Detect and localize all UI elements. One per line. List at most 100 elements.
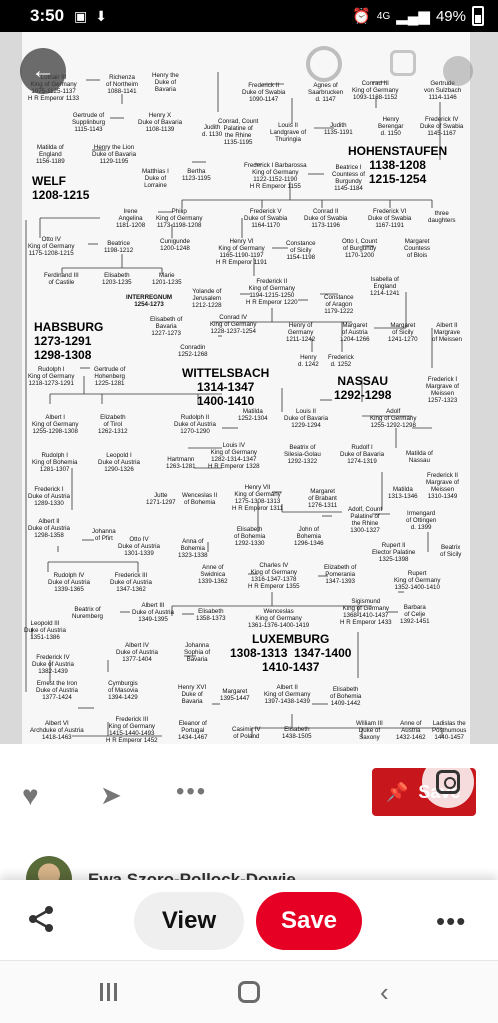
tree-node: Beatrix of Sicily — [440, 544, 462, 558]
share-icon[interactable] — [26, 904, 56, 934]
house-luxemburg: LUXEMBURG 1308-1313 1347-1400 1410-1437 — [230, 632, 352, 674]
tree-node: Frederick I Margrave of Meissen 1257-132… — [426, 376, 460, 404]
network-type: 4G — [376, 10, 391, 22]
tree-node: Matilda 1313-1346 — [388, 486, 418, 500]
recent-apps-icon[interactable] — [100, 983, 120, 1001]
house-nassau: NASSAU 1292-1298 — [334, 374, 392, 402]
tree-node: Otto IV King of Germany 1175-1208-1215 — [28, 236, 75, 257]
tree-node: Albert II Duke of Austria 1298-1358 — [28, 518, 70, 539]
house-habsburg: HABSBURG 1273-1291 1298-1308 — [34, 320, 104, 362]
tree-node: Barbara of Celje 1392-1451 — [400, 604, 430, 625]
tree-node: Rudolph II Duke of Austria 1270-1290 — [174, 414, 216, 435]
tree-node: Ladislas the Posthumous 1440-1457 — [432, 720, 467, 741]
house-wittelsbach: WITTELSBACH 1314-1347 1400-1410 — [182, 366, 270, 408]
tree-node: three daughters — [428, 210, 456, 224]
battery-level: 49% — [435, 7, 466, 25]
tree-node: Frederick II Duke of Swabia 1090-1147 — [242, 82, 286, 103]
back-button[interactable]: ← — [20, 48, 66, 94]
signal-icon: ▂▄▆ — [396, 8, 430, 25]
tree-node: Conrad IV King of Germany 1228-1237-1254 — [210, 314, 257, 335]
profile-ghost-icon — [443, 56, 473, 86]
tree-node: Conradin 1252-1268 — [178, 344, 208, 358]
save-button[interactable]: Save — [256, 892, 362, 950]
tree-node: Louis II Landgrave of Thuringia — [270, 122, 307, 143]
status-right: ⏰ 4G ▂▄▆ 49% — [352, 6, 484, 26]
tree-node: Louis II Duke of Bavaria 1229-1294 — [284, 408, 329, 429]
alarm-icon: ⏰ — [352, 8, 371, 25]
family-tree-image: HOHENSTAUFEN 1138-1208 1215-1254 WELF 12… — [22, 32, 470, 744]
pin-icon: 📌 — [386, 781, 409, 802]
tree-node: Elisabeth 1358-1373 — [196, 608, 226, 622]
system-nav-bar: ‹ — [0, 960, 498, 1023]
tree-node: Elisabeth of Bohemia 1292-1330 — [234, 526, 266, 547]
tree-node: Margaret of Austria 1204-1266 — [340, 322, 370, 343]
send-icon[interactable]: ➤ — [100, 780, 122, 810]
tree-node: Margaret Countess of Blois — [404, 238, 431, 259]
tree-node: Anne of Swidnica 1339-1362 — [198, 564, 228, 585]
tree-node: Philip King of Germany 1173-1198-1208 — [156, 208, 203, 229]
visual-search-button[interactable] — [422, 756, 474, 808]
tree-connector-lines — [25, 72, 443, 738]
tree-node: Constance of Aragon 1179-1222 — [324, 294, 354, 315]
tree-node: Frederick III Duke of Austria 1347-1362 — [110, 572, 152, 593]
tree-node: Marie 1201-1235 — [152, 272, 182, 286]
tree-node: Rudolph IV Duke of Austria 1339-1365 — [48, 572, 90, 593]
lens-ghost-icon — [390, 50, 416, 76]
tree-node: Albert III Duke of Austria 1349-1395 — [132, 602, 174, 623]
tree-node: Conrad, Count Palatine of the Rhine 1135… — [218, 118, 259, 146]
tree-node: Wenceslas II of Bohemia — [182, 492, 218, 506]
tree-node: Casimir IV of Poland — [232, 726, 261, 740]
tree-node: Eleanor of Portugal 1434-1467 — [178, 720, 208, 741]
tree-node: Judith d. 1130 — [202, 124, 223, 138]
tree-node: Henry the Lion Duke of Bavaria 1129-1195 — [92, 144, 137, 165]
tree-node: Frederick II King of Germany 1194-1215-1… — [246, 278, 298, 306]
tree-node: Irmengard of Ottingen d. 1399 — [406, 510, 437, 531]
more-icon[interactable]: ••• — [176, 778, 208, 805]
tree-node: Rupert II Elector Palatine 1325-1398 — [372, 542, 416, 563]
tree-node: Beatrice I Countess of Burgundy 1145-118… — [332, 164, 366, 192]
tree-node: Rudolph I King of Bohemia 1281-1307 — [32, 452, 78, 473]
tree-node: Matilda 1252-1304 — [238, 408, 268, 422]
tree-node: Margaret 1395-1447 — [220, 688, 250, 702]
tree-node: Leopold I Duke of Austria 1290-1326 — [98, 452, 140, 473]
tree-node: Matilda of England 1156-1189 — [36, 144, 65, 165]
tree-node: Adolf King of Germany 1255-1292-1298 — [370, 408, 417, 429]
tree-node: Henry Berengar d. 1150 — [378, 116, 404, 137]
author-row[interactable]: Ewa Szoro-Pollock-Dowie — [0, 840, 498, 902]
heart-icon[interactable]: ♥ — [22, 780, 39, 811]
tree-node: Cunigunde 1200-1248 — [160, 238, 190, 252]
tree-node: Henry X Duke of Bavaria 1108-1139 — [138, 112, 183, 133]
tree-node: Charles IV King of Germany 1316-1347-137… — [248, 562, 300, 590]
tree-node: Henry the Duke of Bavaria — [152, 72, 179, 93]
tree-node: Albert II Margrave of Meissen — [432, 322, 462, 343]
home-icon[interactable] — [238, 981, 260, 1003]
tree-node: Ernest the Iron Duke of Austria 1377-142… — [36, 680, 78, 701]
tree-node: Cymburgis of Masovia 1394-1429 — [108, 680, 138, 701]
pin-image[interactable]: HOHENSTAUFEN 1138-1208 1215-1254 WELF 12… — [0, 32, 498, 744]
tree-node: Henry d. 1242 — [298, 354, 319, 368]
tree-node: Ferdinand III of Castile — [44, 272, 79, 286]
tree-node: Frederick II Margrave of Meissen 1310-13… — [426, 472, 460, 500]
tree-node: Frederick I Duke of Austria 1289-1330 — [28, 486, 70, 507]
tree-node: Frederick I Barbarossa King of Germany 1… — [244, 162, 307, 190]
tree-node: Elisabeth 1438-1505 — [282, 726, 312, 740]
photo-notification-icon: ▣ — [74, 7, 88, 24]
tree-node: William III Duke of Saxony — [356, 720, 383, 741]
tree-node: Margaret of Brabant 1276-1311 — [308, 488, 338, 509]
system-back-icon[interactable]: ‹ — [380, 977, 389, 1007]
view-button[interactable]: View — [134, 892, 244, 950]
tree-node: Gertrude of Supplinburg 1115-1143 — [72, 112, 106, 133]
tree-node: Albert VI Archduke of Austria 1418-1463 — [30, 720, 84, 741]
tree-node: Rupert King of Germany 1352-1400-1410 — [394, 570, 441, 591]
visual-search-icon — [436, 770, 460, 794]
tree-node: Bertha 1123-1195 — [182, 168, 211, 182]
more-options-icon[interactable]: ••• — [436, 906, 467, 936]
pin-action-row: ♥ ➤ ••• 📌 Save — [0, 744, 498, 840]
house-welf: WELF 1208-1215 — [32, 174, 90, 202]
tree-node: Jutte 1271-1297 — [146, 492, 176, 506]
bottom-action-bar: View Save ••• — [0, 880, 498, 960]
tree-node: Conrad III King of Germany 1093-1138-115… — [352, 80, 399, 101]
tree-node: Albert II King of Germany 1397-1438-1439 — [264, 684, 311, 705]
tree-node: Albert I King of Germany 1255-1298-1308 — [32, 414, 79, 435]
tree-node: Frederick V Duke of Swabia 1164-1170 — [244, 208, 288, 229]
